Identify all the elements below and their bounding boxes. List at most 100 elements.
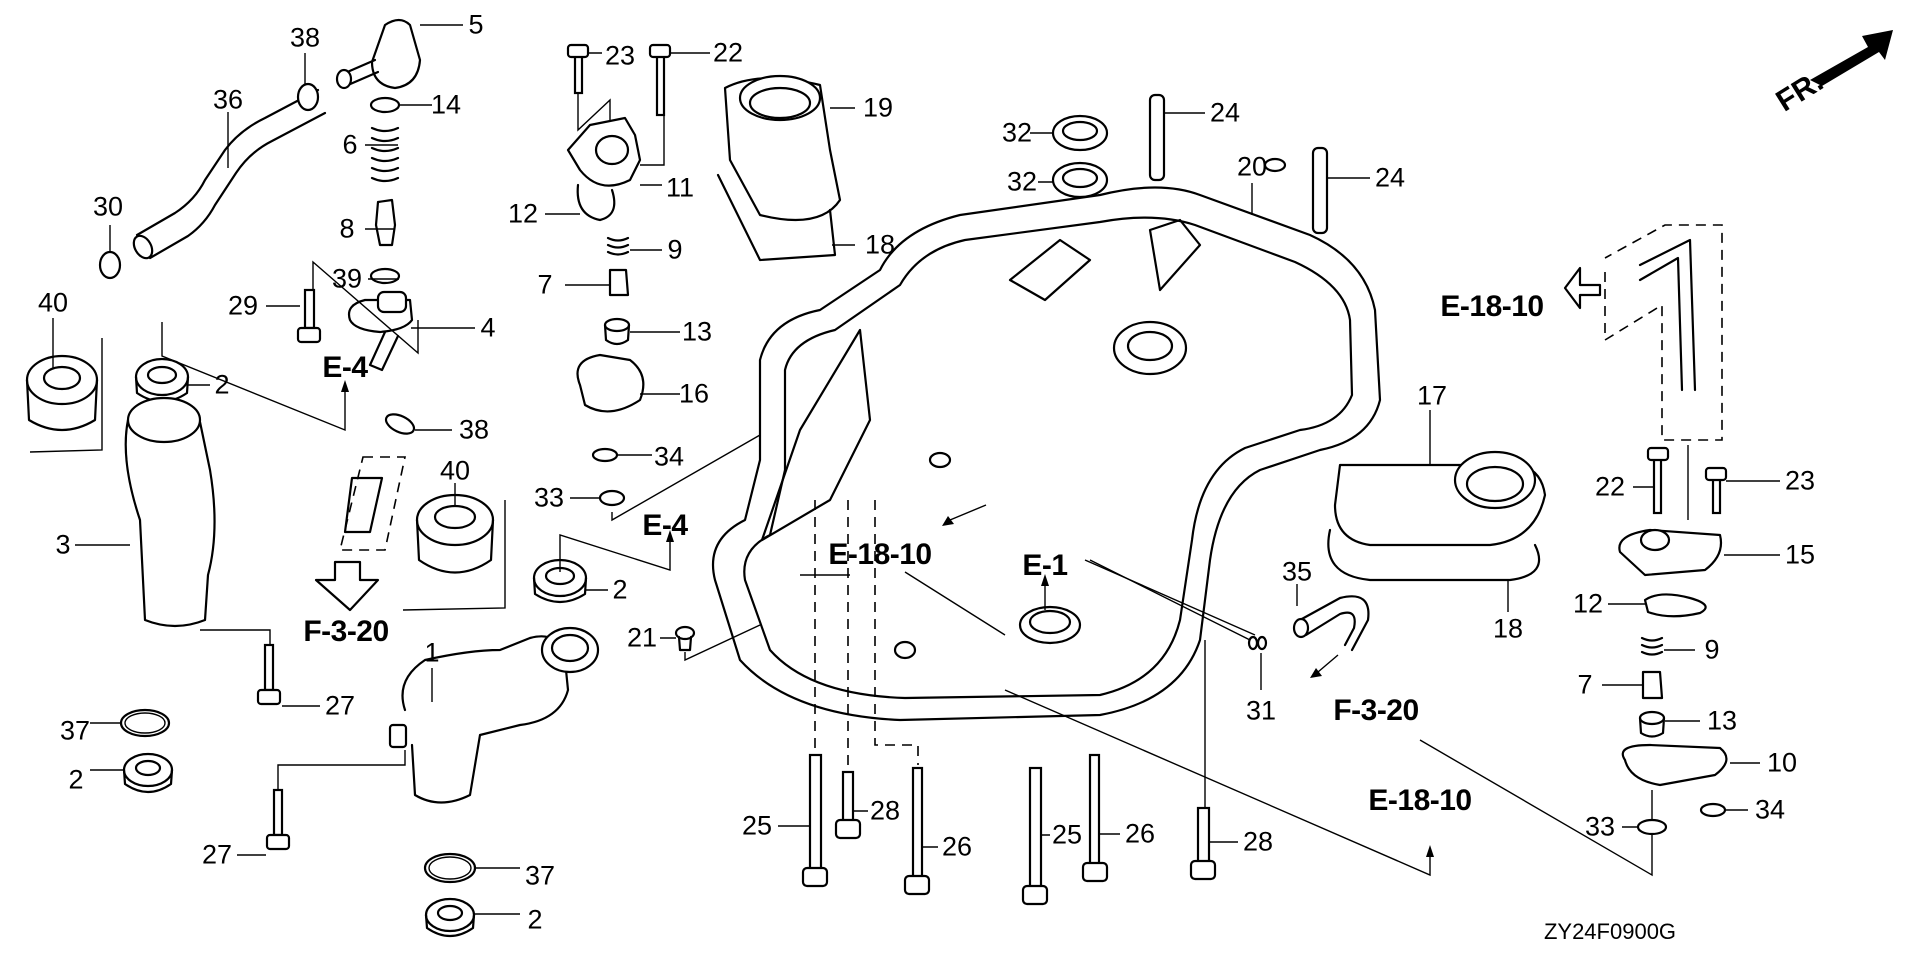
seals-32: [1030, 114, 1109, 199]
callout-21[interactable]: 21: [626, 622, 658, 653]
callout-1[interactable]: 1: [424, 637, 440, 668]
callout-37[interactable]: 37: [524, 860, 556, 891]
callout-7[interactable]: 7: [1577, 669, 1593, 700]
callout-24[interactable]: 24: [1209, 97, 1241, 128]
seal-40-left: [25, 318, 103, 453]
callout-33[interactable]: 33: [1584, 811, 1616, 842]
callout-27[interactable]: 27: [201, 839, 233, 870]
section-ref-e-4[interactable]: E-4: [322, 351, 368, 384]
section-ref-e-1[interactable]: E-1: [1022, 549, 1068, 582]
section-ref-e-4[interactable]: E-4: [642, 509, 688, 542]
seal-2-bottom: [424, 897, 520, 938]
cover-17-and-gasket-18: [1327, 410, 1547, 612]
clamp-38: [296, 53, 320, 112]
studs-24: [1148, 93, 1370, 235]
callout-40[interactable]: 40: [37, 287, 69, 318]
oil-case-20: [711, 157, 1382, 722]
e-18-10-right-arrow: [1563, 224, 1723, 520]
callout-22[interactable]: 22: [1594, 471, 1626, 502]
callout-38[interactable]: 38: [289, 22, 321, 53]
callout-9[interactable]: 9: [667, 234, 683, 265]
callout-18[interactable]: 18: [1492, 613, 1524, 644]
callout-12[interactable]: 12: [1572, 588, 1604, 619]
callout-38[interactable]: 38: [458, 414, 490, 445]
callout-20[interactable]: 20: [1236, 151, 1268, 182]
callout-14[interactable]: 14: [430, 89, 462, 120]
callout-34[interactable]: 34: [653, 441, 685, 472]
clip-31: [1084, 559, 1268, 690]
clamp-38-mid: [384, 413, 452, 435]
callout-31[interactable]: 31: [1245, 695, 1277, 726]
callout-2[interactable]: 2: [214, 369, 230, 400]
callout-2[interactable]: 2: [527, 904, 543, 935]
callout-29[interactable]: 29: [227, 290, 259, 321]
callout-25[interactable]: 25: [1051, 819, 1083, 850]
callout-39[interactable]: 39: [331, 263, 363, 294]
callout-10[interactable]: 10: [1766, 747, 1798, 778]
seal-2-top: [134, 357, 210, 403]
callout-7[interactable]: 7: [537, 269, 553, 300]
callout-5[interactable]: 5: [468, 9, 484, 40]
callout-40[interactable]: 40: [439, 455, 471, 486]
bolt-27-top: [256, 643, 320, 707]
callout-13[interactable]: 13: [681, 316, 713, 347]
valve-assembly-right: [1419, 446, 1780, 877]
callout-8[interactable]: 8: [339, 213, 355, 244]
valve-assembly-left: [335, 18, 475, 372]
callout-26[interactable]: 26: [941, 831, 973, 862]
callout-36[interactable]: 36: [212, 84, 244, 115]
callout-2[interactable]: 2: [68, 764, 84, 795]
callout-15[interactable]: 15: [1784, 539, 1816, 570]
callout-3[interactable]: 3: [55, 529, 71, 560]
section-ref-e-18-10[interactable]: E-18-10: [828, 538, 932, 571]
callout-17[interactable]: 17: [1416, 380, 1448, 411]
seal-2-mid: [532, 530, 674, 604]
o-ring-37-bottom: [423, 852, 520, 884]
callout-23[interactable]: 23: [604, 40, 636, 71]
section-ref-f-3-20[interactable]: F-3-20: [1333, 694, 1419, 727]
callout-12[interactable]: 12: [507, 198, 539, 229]
callout-11[interactable]: 11: [665, 172, 695, 203]
callout-23[interactable]: 23: [1784, 465, 1816, 496]
callout-4[interactable]: 4: [480, 312, 496, 343]
callout-18[interactable]: 18: [864, 229, 896, 260]
callout-2[interactable]: 2: [612, 574, 628, 605]
section-ref-e-18-10[interactable]: E-18-10: [1368, 784, 1472, 817]
cover-19-and-gasket-18: [716, 74, 855, 262]
callout-26[interactable]: 26: [1124, 818, 1156, 849]
hose-36: [132, 88, 327, 260]
callout-28[interactable]: 28: [1242, 826, 1274, 857]
clamp-30: [98, 225, 122, 280]
callout-28[interactable]: 28: [869, 795, 901, 826]
callout-25[interactable]: 25: [741, 810, 773, 841]
callout-32[interactable]: 32: [1006, 166, 1038, 197]
bolts-bottom: [778, 753, 1238, 906]
f-3-20-left-arrow: [314, 456, 406, 612]
callout-32[interactable]: 32: [1001, 117, 1033, 148]
seal-2-lower-left: [90, 752, 174, 794]
callout-9[interactable]: 9: [1704, 634, 1720, 665]
bolt-29: [266, 288, 322, 344]
callout-24[interactable]: 24: [1374, 162, 1406, 193]
callout-37[interactable]: 37: [59, 715, 91, 746]
seal-40-mid: [402, 483, 506, 611]
callout-22[interactable]: 22: [712, 37, 744, 68]
callout-6[interactable]: 6: [342, 129, 358, 160]
callout-13[interactable]: 13: [1706, 705, 1738, 736]
callout-30[interactable]: 30: [92, 191, 124, 222]
o-ring-37-left: [90, 708, 171, 738]
callout-33[interactable]: 33: [533, 482, 565, 513]
section-ref-e-18-10[interactable]: E-18-10: [1440, 290, 1544, 323]
callout-27[interactable]: 27: [324, 690, 356, 721]
callout-19[interactable]: 19: [862, 92, 894, 123]
tube-3: [75, 396, 271, 660]
callout-16[interactable]: 16: [678, 378, 710, 409]
section-ref-f-3-20[interactable]: F-3-20: [303, 615, 389, 648]
callout-34[interactable]: 34: [1754, 794, 1786, 825]
hose-35: [1292, 584, 1370, 678]
callout-35[interactable]: 35: [1281, 556, 1313, 587]
diagram-code: ZY24F0900G: [1543, 919, 1677, 944]
front-direction-arrow-icon: [1810, 30, 1893, 86]
